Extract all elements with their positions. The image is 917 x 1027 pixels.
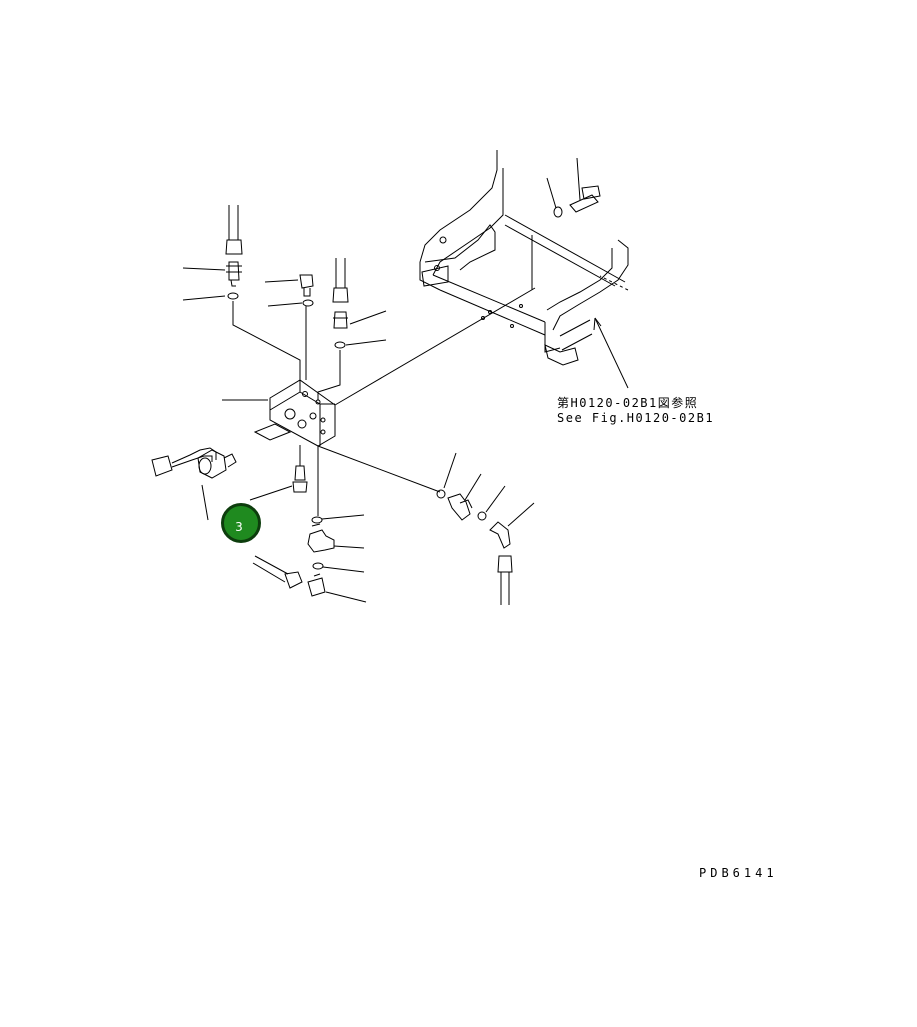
part-callout-badge[interactable]: 3 [221, 503, 261, 543]
lower-center-fittings [292, 465, 367, 603]
lower-left-hose [252, 555, 303, 589]
right-fittings [436, 452, 535, 605]
drawing-code: PDB6141 [699, 866, 778, 880]
callout-number: 3 [235, 520, 243, 534]
reference-note-japanese: 第H0120-02B1図参照 [557, 396, 699, 410]
upper-left-fittings [182, 205, 243, 301]
reference-arrow [593, 317, 629, 389]
bolt-and-washer [546, 157, 601, 218]
frame-bracket [419, 150, 629, 366]
solenoid-sensor [151, 447, 237, 521]
valve-block [253, 379, 336, 447]
reference-note-english: See Fig.H0120-02B1 [557, 411, 715, 425]
leader-lines [222, 235, 536, 512]
upper-center-fittings [332, 258, 387, 349]
plug-fitting [264, 274, 314, 307]
